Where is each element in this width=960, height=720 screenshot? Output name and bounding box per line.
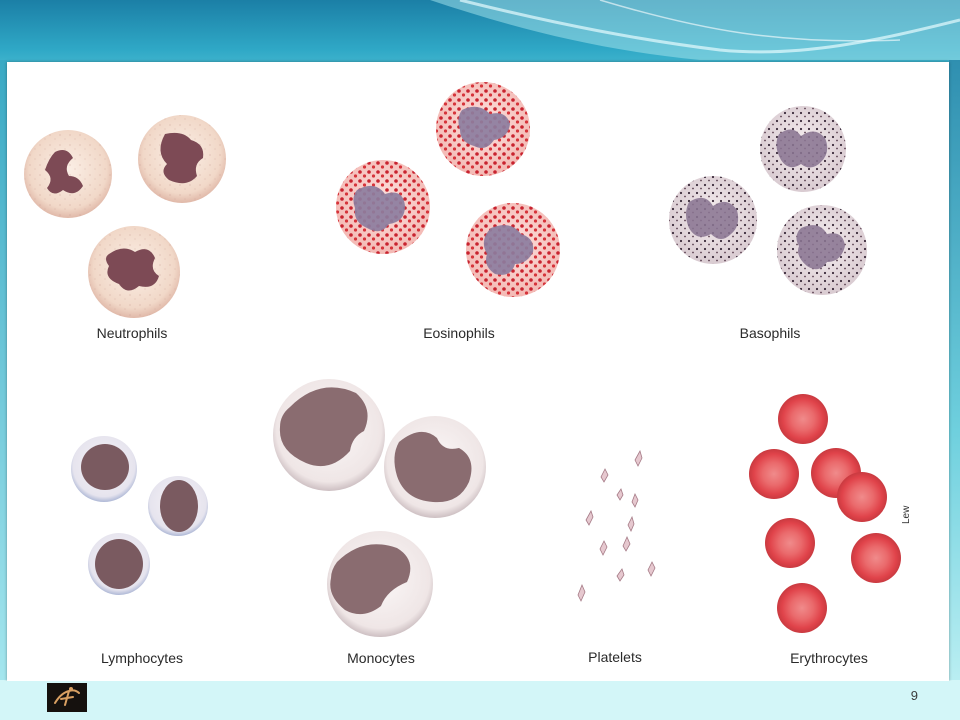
monocytes-label: Monocytes <box>347 650 415 666</box>
slide-content-panel: Neutrophils Eosinophils <box>7 62 949 681</box>
left-accent-bar <box>0 60 7 680</box>
platelets-label: Platelets <box>588 649 642 665</box>
platelet <box>634 449 643 467</box>
basophil-cell <box>760 106 846 192</box>
platelet <box>627 515 635 532</box>
erythrocyte-cell <box>851 533 901 583</box>
platelet <box>616 488 624 501</box>
erythrocyte-cell <box>778 394 828 444</box>
platelet <box>599 540 608 556</box>
neutrophils-label: Neutrophils <box>97 325 168 341</box>
neutrophils-group: Neutrophils <box>24 115 226 341</box>
erythrocyte-cell <box>777 583 827 633</box>
header-wave-decoration <box>430 0 960 60</box>
footer-band <box>0 681 960 720</box>
platelet <box>616 568 625 582</box>
eosinophil-cell <box>466 203 560 297</box>
erythrocytes-label: Erythrocytes <box>790 650 868 666</box>
monocyte-cell <box>327 531 433 637</box>
erythrocyte-cell <box>765 518 815 568</box>
logo-icon <box>47 683 87 712</box>
neutrophil-cell <box>24 130 112 218</box>
artist-signature: Lew <box>901 505 912 524</box>
platelets-group: Platelets <box>577 449 656 665</box>
platelet <box>631 493 639 508</box>
basophils-label: Basophils <box>740 325 801 341</box>
lymphocyte-cell <box>88 533 150 595</box>
erythrocyte-cell <box>749 449 799 499</box>
neutrophil-cell <box>138 115 226 203</box>
eosinophil-cell <box>336 160 430 254</box>
erythrocytes-group: Erythrocytes <box>749 394 901 666</box>
basophils-group: Basophils <box>669 106 867 341</box>
neutrophil-cell <box>88 226 180 318</box>
logo-figure-icon <box>54 687 80 706</box>
erythrocyte-cell <box>837 472 887 522</box>
platelet <box>585 510 594 526</box>
basophil-cell <box>777 205 867 295</box>
lymphocytes-group: Lymphocytes <box>71 436 208 666</box>
platelet <box>600 468 609 483</box>
platelet <box>622 536 631 552</box>
basophil-cell <box>669 176 757 264</box>
eosinophil-cell <box>436 82 530 176</box>
lymphocyte-cell <box>148 476 208 536</box>
platelet <box>577 583 586 602</box>
monocyte-cell <box>384 416 486 518</box>
platelet <box>647 561 656 577</box>
monocytes-group: Monocytes <box>273 379 486 666</box>
right-accent-bar <box>949 60 960 680</box>
page-number: 9 <box>910 688 918 703</box>
lymphocyte-cell <box>71 436 137 502</box>
lymphocytes-label: Lymphocytes <box>101 650 183 666</box>
blood-cells-illustration: Neutrophils Eosinophils <box>24 82 912 666</box>
monocyte-cell <box>273 379 385 491</box>
eosinophils-group: Eosinophils <box>336 82 560 341</box>
eosinophils-label: Eosinophils <box>423 325 495 341</box>
